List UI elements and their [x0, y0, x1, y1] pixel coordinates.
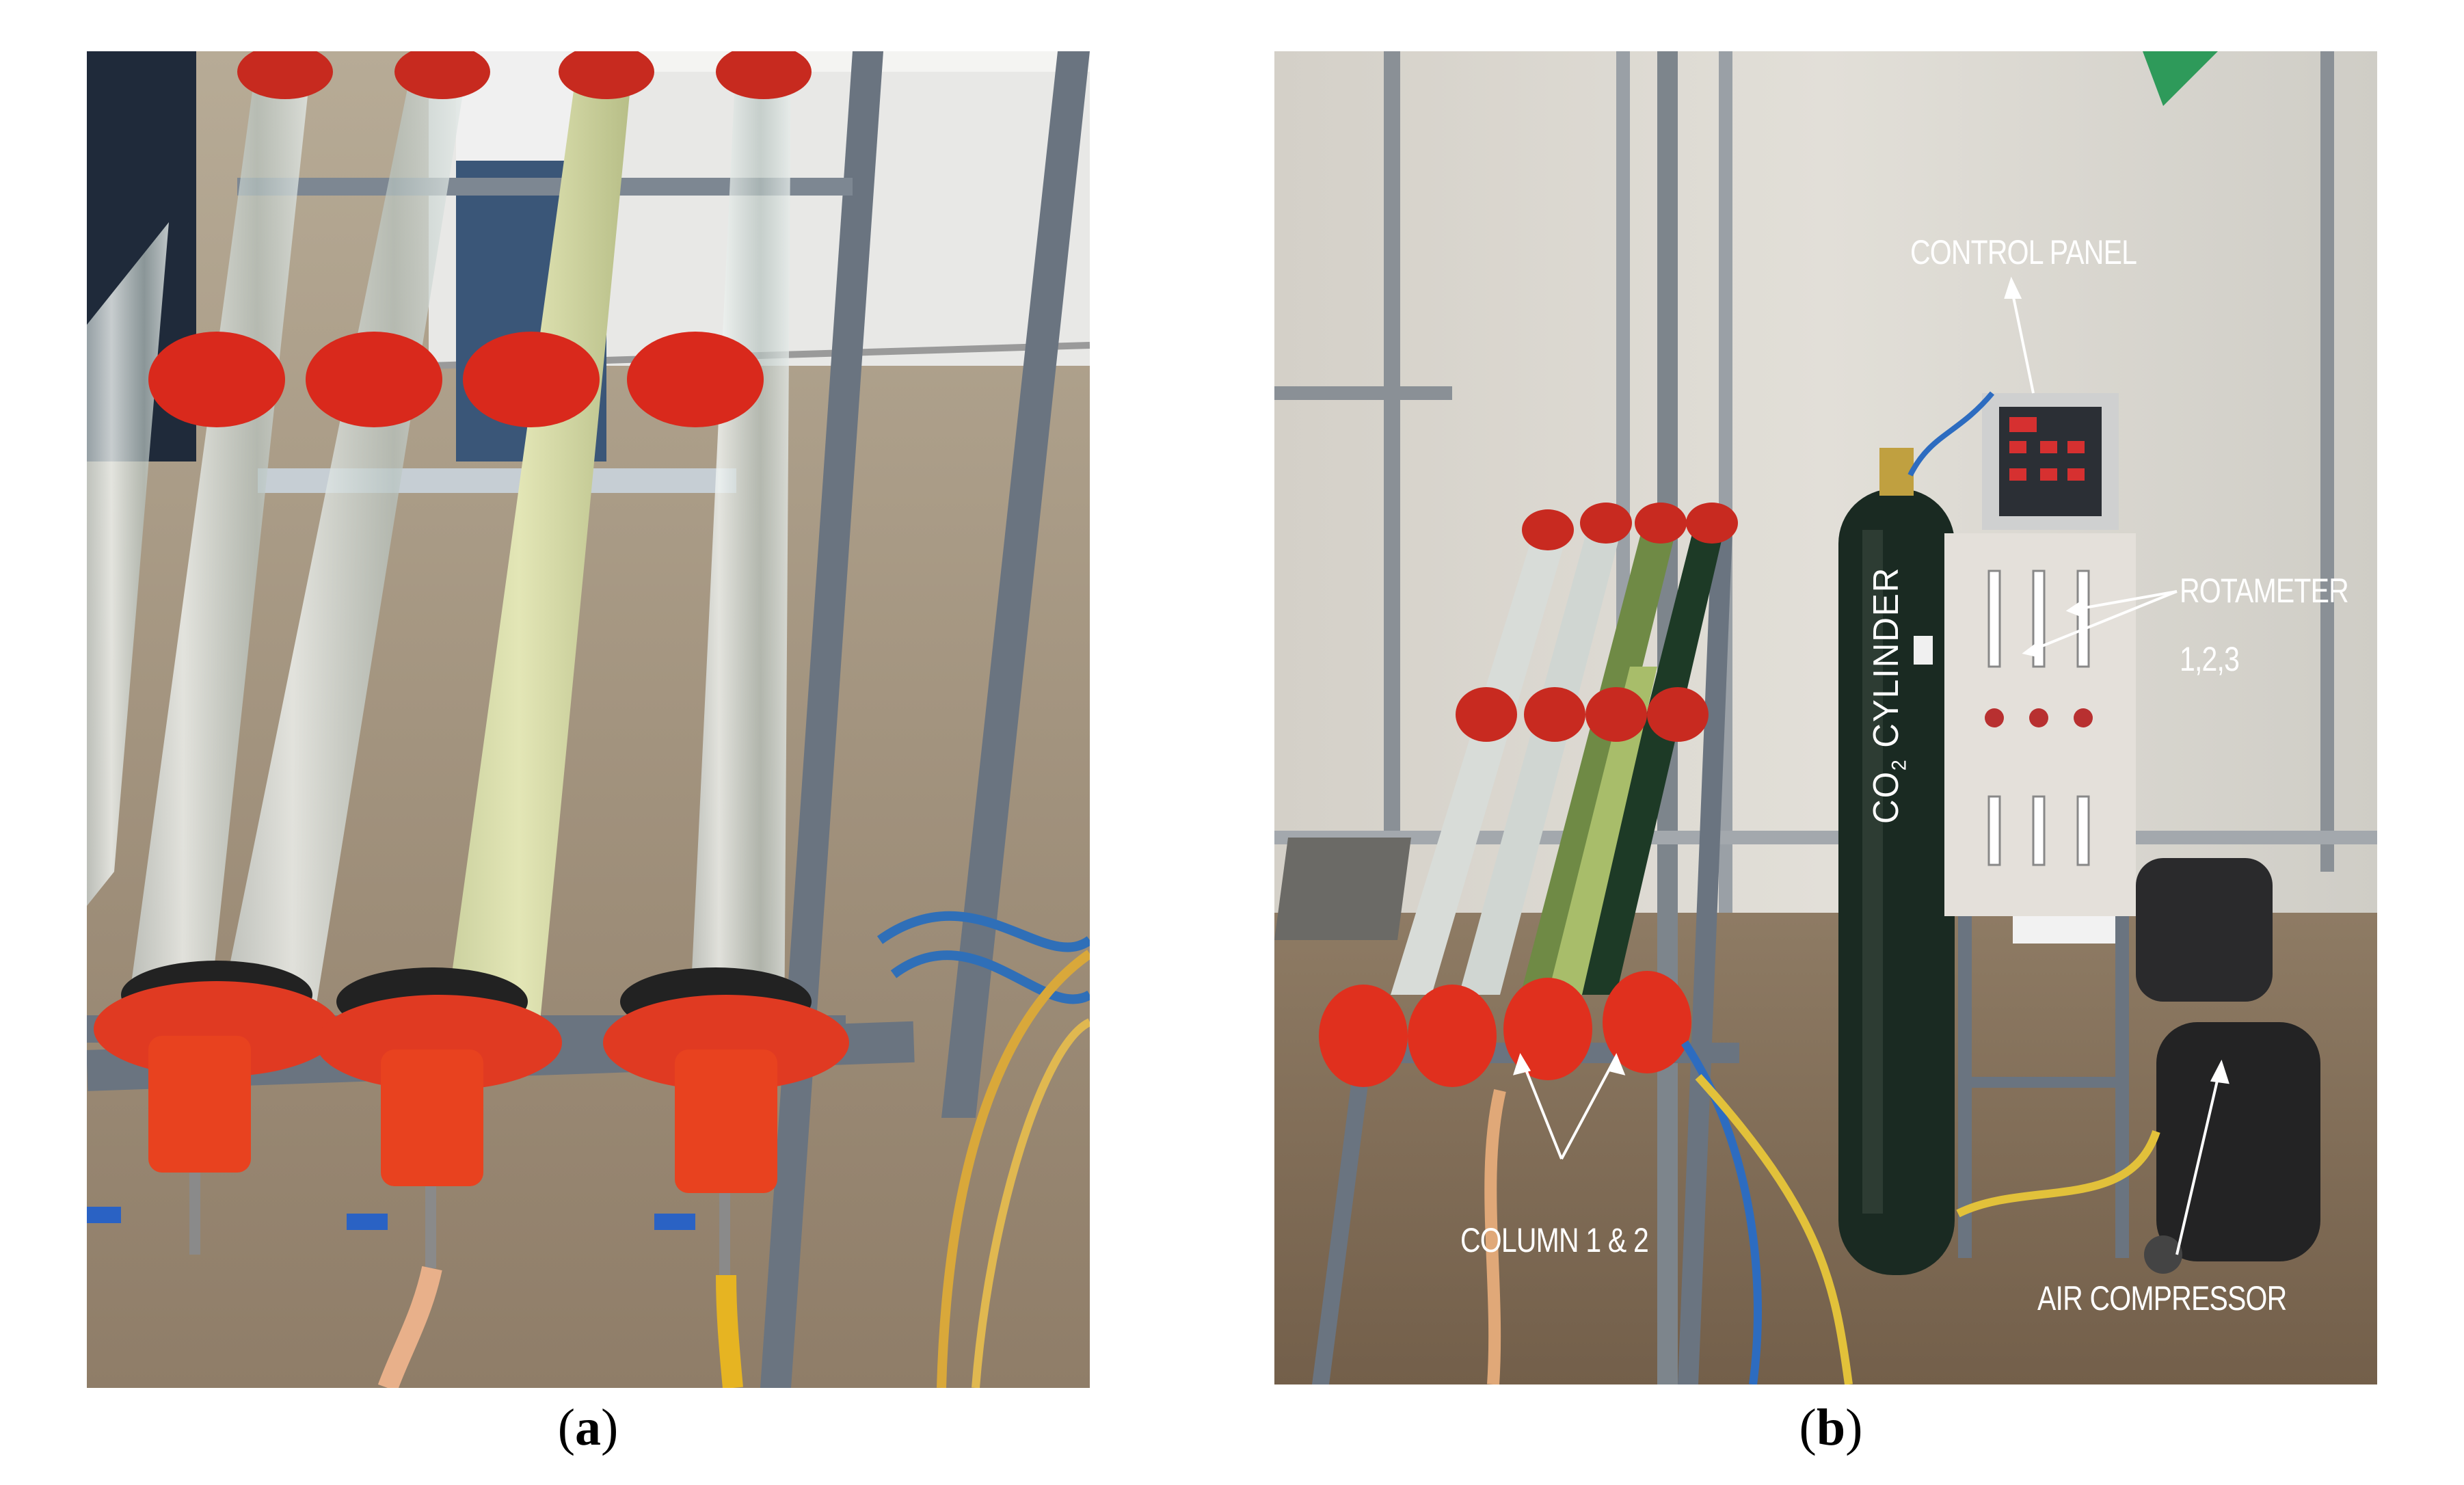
- co2-subscript: 2: [1888, 758, 1911, 771]
- photo-panel-b: CONTROL PANEL ROTAMETER 1,2,3 COLUMN 1 &…: [1274, 51, 2377, 1384]
- caption-b-letter: b: [1816, 1399, 1846, 1456]
- co2-prefix: CO: [1866, 771, 1906, 824]
- caption-a: (a): [557, 1399, 619, 1456]
- caption-b: (b): [1799, 1399, 1863, 1456]
- control-panel-label: CONTROL PANEL: [1910, 233, 2137, 271]
- rotameter-label: ROTAMETER: [2180, 572, 2349, 610]
- column-label: COLUMN 1 & 2: [1460, 1221, 1649, 1259]
- air-compressor-label: AIR COMPRESSOR: [2037, 1279, 2287, 1317]
- photo-panel-a: [87, 51, 1090, 1388]
- co2-cylinder-label: CO2 CYLINDER: [1866, 567, 1911, 824]
- caption-a-letter: a: [575, 1399, 601, 1456]
- photo-b-illustration: [1274, 51, 2377, 1384]
- rotameter-numbers-label: 1,2,3: [2180, 640, 2240, 678]
- co2-suffix: CYLINDER: [1866, 566, 1906, 759]
- photo-a-illustration: [87, 51, 1090, 1388]
